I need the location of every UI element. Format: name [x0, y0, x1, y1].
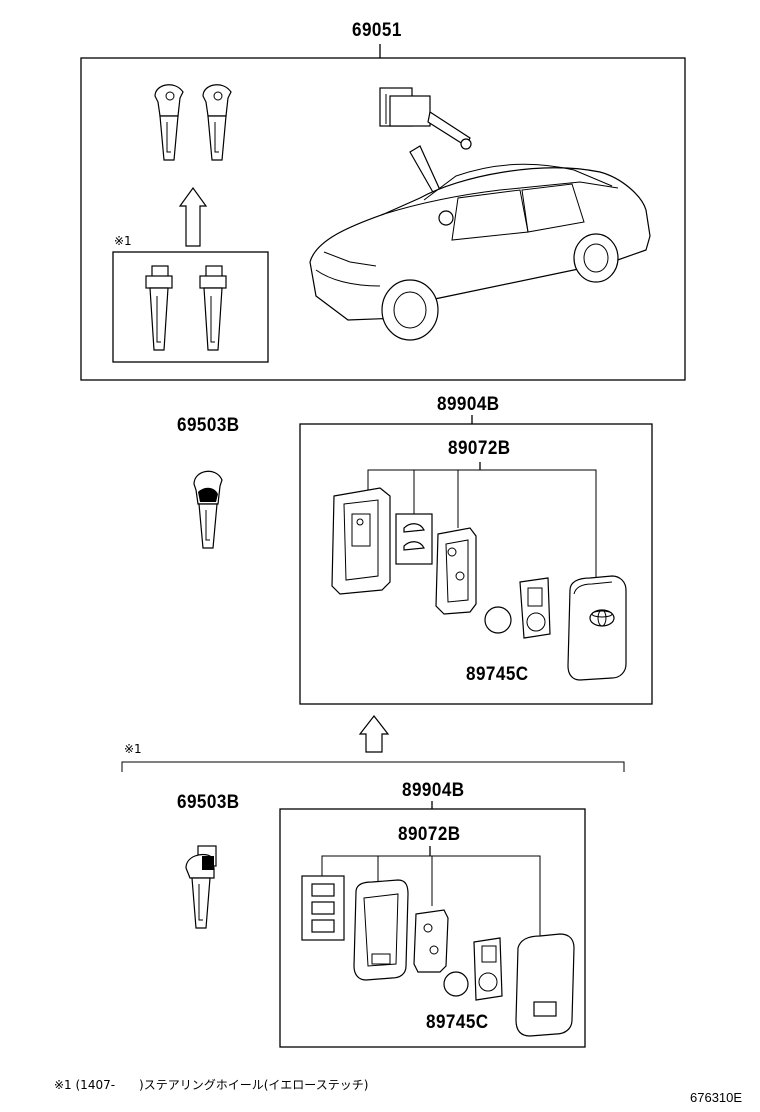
part-number-case-lower: 89904B — [402, 780, 465, 801]
case-box-upper — [299, 423, 653, 705]
part-number-battery-lower: 89745C — [426, 1012, 489, 1033]
part-number-transmitter-upper: 89072B — [448, 438, 511, 459]
variant-bracket — [121, 761, 625, 772]
part-number-69051: 69051 — [352, 20, 402, 41]
part-number-transmitter-lower: 89072B — [398, 824, 461, 845]
key-blank-lower-icon — [185, 845, 217, 929]
variant-box — [112, 251, 269, 363]
inner-board-icon — [473, 937, 503, 1001]
smart-key-shell-icon — [567, 575, 627, 681]
case-box-lower — [279, 808, 586, 1048]
housing-frame-icon — [331, 487, 391, 595]
housing-frame-icon — [353, 879, 409, 981]
part-number-key-blank-lower: 69503B — [177, 792, 240, 813]
battery-icon — [484, 606, 512, 634]
inner-board-icon — [519, 577, 551, 639]
key-icon — [202, 84, 232, 161]
circuit-board-icon — [435, 527, 477, 615]
up-arrow-icon — [358, 715, 390, 753]
part-number-key-blank-upper: 69503B — [177, 415, 240, 436]
circuit-board-icon — [413, 909, 449, 973]
bracket-line — [321, 855, 541, 936]
button-pad-icon — [301, 875, 345, 941]
variant-mark: ※1 — [124, 742, 142, 756]
bracket-line — [367, 469, 597, 580]
smart-key-shell-icon — [515, 933, 575, 1037]
footnote: ※1 (1407- )ステアリングホイール(イエローステッチ) — [54, 1078, 369, 1092]
variant-mark: ※1 — [114, 234, 132, 248]
part-number-case-upper: 89904B — [437, 394, 500, 415]
lock-cylinder-icon — [379, 87, 472, 150]
key-icon — [154, 84, 184, 161]
up-arrow-icon — [178, 186, 208, 247]
key-blank-upper-icon — [193, 470, 223, 549]
assembly-box-69051 — [80, 57, 686, 381]
figure-code: 676310E — [690, 1090, 743, 1105]
battery-icon — [443, 971, 469, 997]
part-number-battery-upper: 89745C — [466, 664, 529, 685]
car-icon — [309, 163, 651, 341]
key-icon — [145, 265, 173, 351]
key-icon — [199, 265, 227, 351]
button-pad-icon — [395, 513, 433, 565]
